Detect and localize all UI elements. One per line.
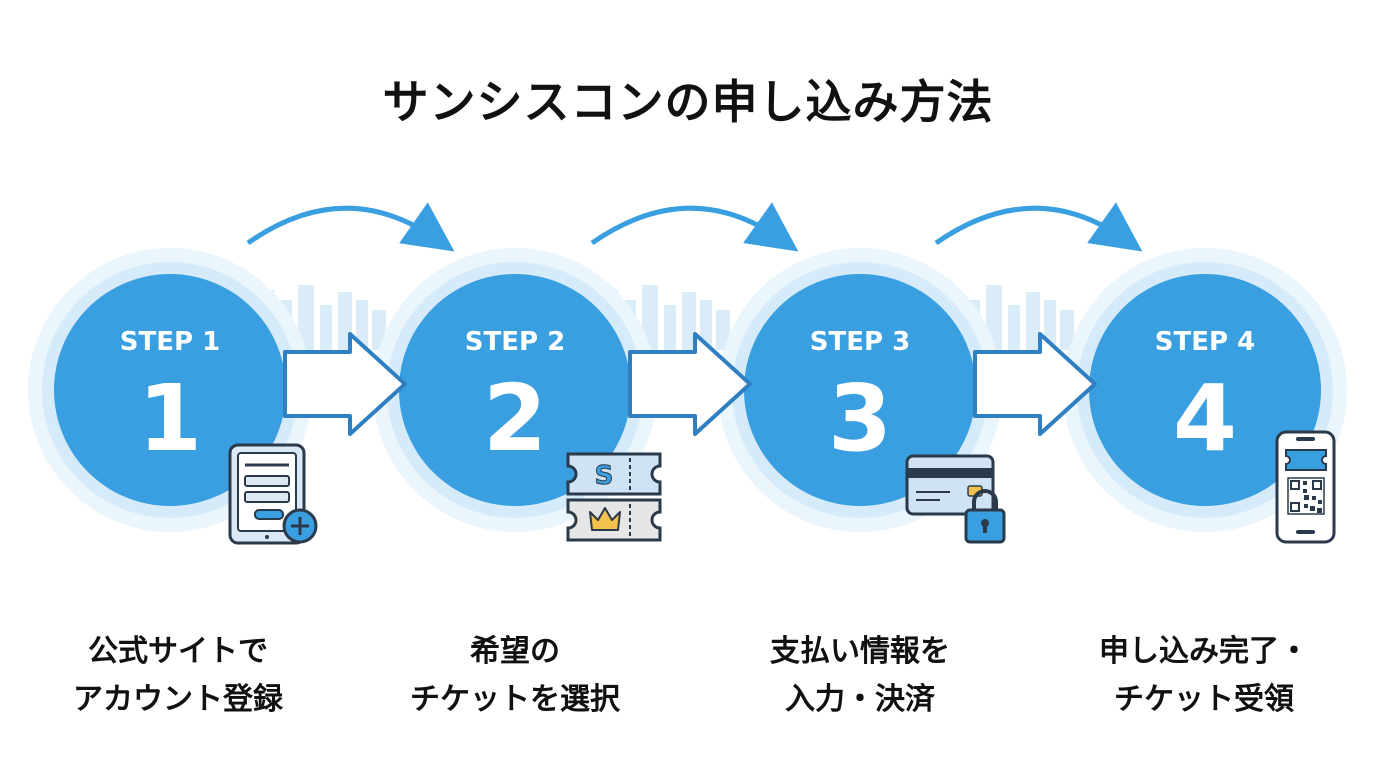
- step-caption-1-line2: アカウント登録: [73, 682, 283, 717]
- step-caption-3-line1: 支払い情報を: [770, 634, 950, 669]
- qr-code-icon: [1287, 477, 1325, 515]
- curved-arrows: [246, 202, 1143, 252]
- step-number-2: 2: [483, 365, 547, 472]
- connector-arrow-3: [973, 332, 1097, 436]
- ticket-icon: S: [566, 452, 662, 542]
- step-caption-3: 支払い情報を 入力・決済: [700, 628, 1020, 724]
- step-number-3: 3: [828, 365, 892, 472]
- curved-arrow-3-4: [934, 202, 1143, 252]
- credit-card-lock-icon: [905, 454, 1006, 544]
- step-number-4: 4: [1173, 365, 1237, 472]
- page-title: サンシスコンの申し込み方法: [382, 75, 994, 129]
- step-label-3: STEP 3: [810, 327, 910, 357]
- tablet-form-add-icon: [228, 443, 318, 545]
- step-circle-2: STEP 2 2: [373, 248, 657, 532]
- step-caption-4: 申し込み完了・ チケット受領: [1044, 628, 1364, 724]
- step-circle-4: STEP 4 4: [1063, 248, 1347, 532]
- step-caption-2-line1: 希望の: [470, 634, 560, 669]
- step-caption-2-line2: チケットを選択: [410, 682, 620, 717]
- step-label-1: STEP 1: [120, 327, 220, 357]
- connector-arrow-1: [283, 332, 407, 436]
- step-caption-1-line1: 公式サイトで: [88, 634, 268, 669]
- curved-arrow-1-2: [246, 202, 455, 252]
- crown-icon: [589, 507, 621, 531]
- connector-arrows: [283, 332, 1097, 436]
- step-caption-1: 公式サイトで アカウント登録: [18, 628, 338, 724]
- connector-arrow-2: [628, 332, 752, 436]
- curved-arrow-2-3: [590, 202, 799, 252]
- step-caption-4-line2: チケット受領: [1114, 682, 1294, 717]
- step-caption-2: 希望の チケットを選択: [355, 628, 675, 724]
- step-label-2: STEP 2: [465, 327, 565, 357]
- ticket-badge-letter: S: [595, 461, 614, 491]
- step-label-4: STEP 4: [1155, 327, 1255, 357]
- smartphone-qr-ticket-icon: [1275, 430, 1336, 544]
- step-number-1: 1: [138, 365, 202, 472]
- step-caption-3-line2: 入力・決済: [785, 682, 935, 717]
- step-caption-4-line1: 申し込み完了・: [1099, 634, 1309, 669]
